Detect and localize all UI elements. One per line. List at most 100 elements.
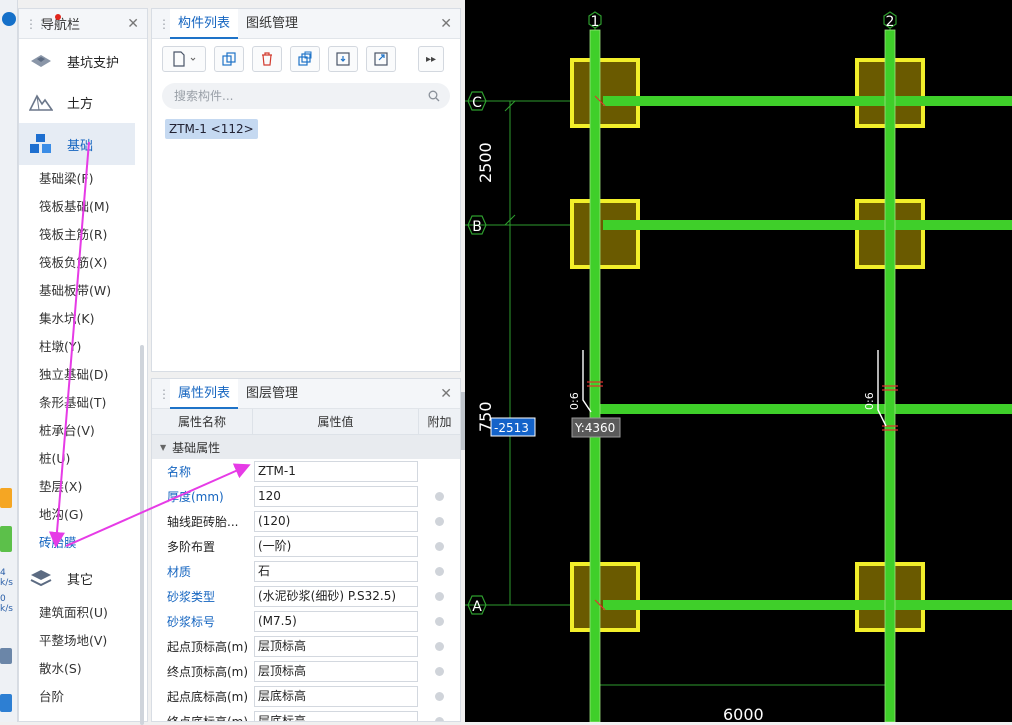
nav-sub-item[interactable]: 台阶 — [39, 689, 65, 704]
app-shortcut-icon[interactable] — [0, 488, 12, 508]
component-item[interactable]: ZTM-1 <112> — [165, 119, 258, 139]
wrench-icon[interactable] — [0, 694, 12, 712]
attach-checkbox[interactable] — [435, 667, 444, 676]
notification-dot — [55, 14, 61, 20]
tab-property-list[interactable]: 属性列表 — [170, 379, 239, 409]
nav-sub-item[interactable]: 桩承台(V) — [39, 423, 95, 438]
search-input[interactable] — [172, 88, 428, 104]
duplicate-button[interactable] — [290, 46, 320, 72]
property-panel-header: ⋮⋮ 属性列表 图层管理 ✕ — [152, 379, 460, 409]
nav-sub-item[interactable]: 筏板基础(M) — [39, 199, 110, 214]
nav-sub-item[interactable]: 建筑面积(U) — [39, 605, 108, 620]
nav-sub-item[interactable]: 筏板负筋(X) — [39, 255, 108, 270]
property-row[interactable]: 砂浆标号 (M7.5) — [152, 609, 460, 634]
nav-sub-item[interactable]: 条形基础(T) — [39, 395, 107, 410]
property-row[interactable]: 厚度(mm) 120 — [152, 484, 460, 509]
drag-handle-icon[interactable]: ⋮⋮ — [25, 16, 48, 31]
property-value-field[interactable]: 层底标高 — [254, 686, 418, 707]
property-value-field[interactable]: 层底标高 — [254, 711, 418, 721]
nav-sub-item-brick-mold[interactable]: 砖胎膜 — [39, 535, 77, 550]
nav-sub-item[interactable]: 柱墩(Y) — [39, 339, 82, 354]
export-button[interactable] — [366, 46, 396, 72]
group-label: 基础属性 — [172, 440, 221, 455]
nav-category-pit-support[interactable]: 基坑支护 — [19, 41, 147, 81]
property-value-field[interactable]: 120 — [254, 486, 418, 507]
nav-sub-item[interactable]: 平整场地(V) — [39, 633, 108, 648]
attach-checkbox[interactable] — [435, 517, 444, 526]
import-icon — [336, 52, 350, 66]
nav-category-foundation[interactable]: 基础 — [19, 123, 135, 165]
copy-button[interactable] — [214, 46, 244, 72]
attach-checkbox[interactable] — [435, 642, 444, 651]
nav-sub-item[interactable]: 基础板带(W) — [39, 283, 112, 298]
property-row[interactable]: 起点底标高(m)层底标高 — [152, 684, 460, 709]
nav-sub-item[interactable]: 桩(U) — [39, 451, 71, 466]
property-name: 材质 — [167, 565, 192, 579]
svg-text:A: A — [472, 599, 482, 615]
export-icon — [374, 52, 388, 66]
drag-handle-icon[interactable]: ⋮⋮ — [158, 386, 181, 401]
property-value-field[interactable]: 石 — [254, 561, 418, 582]
property-value-field[interactable]: (M7.5) — [254, 611, 418, 632]
nav-scrollbar[interactable] — [140, 345, 144, 725]
tab-drawing-management[interactable]: 图纸管理 — [246, 15, 299, 31]
more-button[interactable]: ▸▸ — [418, 46, 444, 72]
property-group-row[interactable]: ▼ 基础属性 — [152, 435, 460, 459]
cad-drawing[interactable]: 1 2 C B A 2500 750 6000 0:6 0:6 -2513 Y:… — [465, 0, 1012, 724]
copy-icon — [222, 52, 236, 66]
property-row[interactable]: 终点底标高(m)层底标高 — [152, 709, 460, 721]
close-icon[interactable]: ✕ — [440, 16, 452, 32]
axis-marker-1: 1 — [588, 11, 602, 30]
tab-component-list[interactable]: 构件列表 — [170, 8, 239, 39]
layers-copy-icon — [298, 51, 312, 66]
property-name: 厚度(mm) — [167, 490, 224, 504]
component-panel-header: ⋮⋮ 构件列表 图纸管理 ✕ — [152, 8, 460, 39]
drag-handle-icon[interactable]: ⋮⋮ — [158, 16, 181, 31]
nav-sub-item[interactable]: 垫层(X) — [39, 479, 83, 494]
property-row[interactable]: 材质 石 — [152, 559, 460, 584]
close-icon[interactable]: ✕ — [440, 386, 452, 402]
footing — [570, 58, 640, 128]
attach-checkbox[interactable] — [435, 567, 444, 576]
nav-sub-item[interactable]: 集水坑(K) — [39, 311, 95, 326]
property-name: 砂浆标号 — [167, 615, 216, 629]
close-icon[interactable]: ✕ — [127, 16, 139, 32]
import-button[interactable] — [328, 46, 358, 72]
property-row[interactable]: 终点顶标高(m)层顶标高 — [152, 659, 460, 684]
property-value-field[interactable]: 层顶标高 — [254, 661, 418, 682]
property-row[interactable]: 轴线距砖胎...(120) — [152, 509, 460, 534]
property-row[interactable]: 起点顶标高(m)层顶标高 — [152, 634, 460, 659]
navigation-panel: ⋮⋮ 导航栏 ✕ 基坑支护 土方 基础 基础梁(F) 筏板基础(M) 筏板主筋(… — [18, 8, 148, 725]
property-value-field[interactable]: ZTM-1 — [254, 461, 418, 482]
property-value-field[interactable]: 层顶标高 — [254, 636, 418, 657]
speed-number: 4 — [0, 568, 6, 578]
property-value-field[interactable]: (120) — [254, 511, 418, 532]
new-component-button[interactable] — [162, 46, 206, 72]
attach-checkbox[interactable] — [435, 542, 444, 551]
attach-checkbox[interactable] — [435, 492, 444, 501]
nav-sub-item[interactable]: 筏板主筋(R) — [39, 227, 108, 242]
attach-checkbox[interactable] — [435, 617, 444, 626]
nav-category-earthwork[interactable]: 土方 — [19, 81, 147, 123]
nav-category-other[interactable]: 其它 — [19, 557, 147, 599]
attach-checkbox[interactable] — [435, 592, 444, 601]
left-edge-strip: 4 k/s 0 k/s — [0, 0, 18, 722]
attach-checkbox[interactable] — [435, 717, 444, 721]
nav-sub-item[interactable]: 独立基础(D) — [39, 367, 109, 382]
component-search-box[interactable] — [162, 83, 450, 109]
property-value-field[interactable]: (水泥砂浆(细砂) P.S32.5) — [254, 586, 418, 607]
property-row[interactable]: 多阶布置(一阶) — [152, 534, 460, 559]
app-shortcut-icon[interactable] — [0, 526, 12, 552]
tab-layer-management[interactable]: 图层管理 — [246, 385, 299, 401]
property-row[interactable]: 砂浆类型(水泥砂浆(细砂) P.S32.5) — [152, 584, 460, 609]
drawing-canvas[interactable]: 1 2 C B A 2500 750 6000 0:6 0:6 -2513 Y:… — [465, 0, 1012, 724]
delete-button[interactable] — [252, 46, 282, 72]
nav-sub-item[interactable]: 地沟(G) — [39, 507, 84, 522]
attach-checkbox[interactable] — [435, 692, 444, 701]
nav-sub-item[interactable]: 基础梁(F) — [39, 171, 94, 186]
nav-sub-item[interactable]: 散水(S) — [39, 661, 82, 676]
nav-category-label: 基础 — [67, 138, 94, 154]
property-value-field[interactable]: (一阶) — [254, 536, 418, 557]
monitor-icon[interactable] — [0, 648, 12, 664]
